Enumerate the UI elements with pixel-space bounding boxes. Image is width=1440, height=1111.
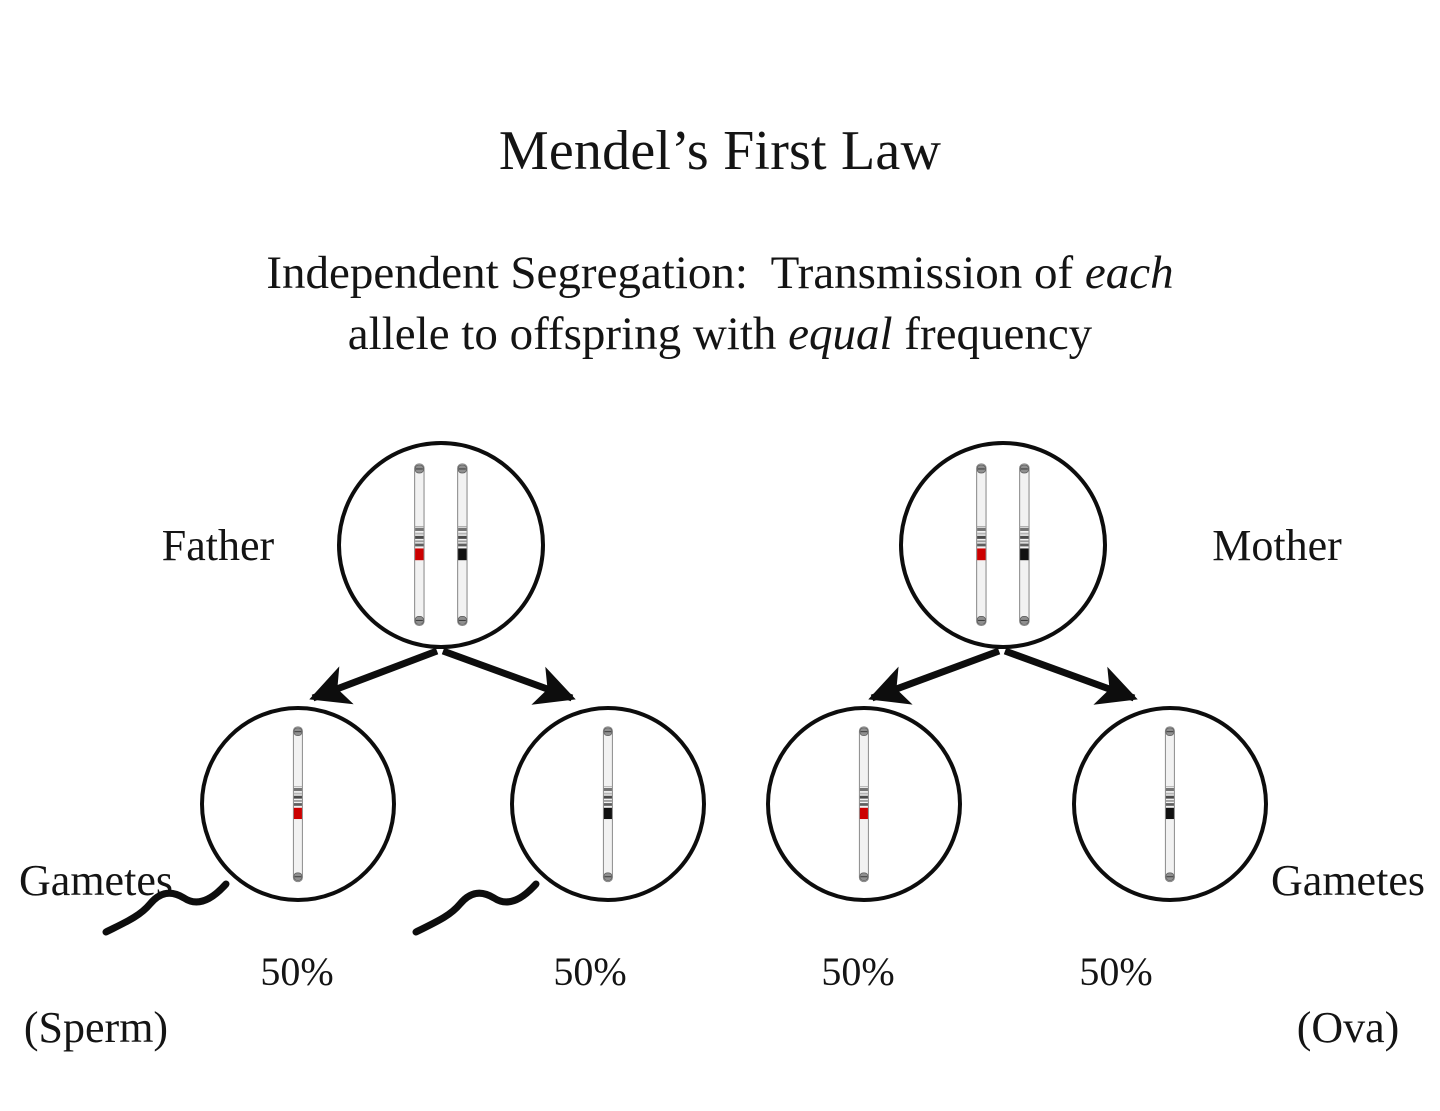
- chromosome-band-3: [293, 795, 303, 799]
- chromosome-band-4: [293, 799, 303, 802]
- allele-band-red-allele: [293, 807, 303, 819]
- subtitle-line-1: Independent Segregation: Transmission of…: [120, 243, 1320, 304]
- chromosome-band-3: [977, 536, 986, 540]
- chromosome-band-4: [977, 540, 986, 543]
- label-gametes-ova-line2: (Ova): [1296, 1003, 1400, 1053]
- chromosome-band-1: [293, 787, 303, 791]
- chromosome-band-1: [415, 528, 424, 532]
- chromosome-band-4: [1165, 799, 1175, 802]
- chromosome-red-allele: [976, 463, 987, 627]
- subtitle: Independent Segregation: Transmission of…: [120, 243, 1320, 365]
- chromosome-black-allele: [457, 463, 468, 627]
- subtitle-line-2-text-a: allele to offspring with: [347, 308, 789, 361]
- cell-mother: [899, 441, 1107, 649]
- chromosome-band-3: [415, 536, 424, 540]
- chromosome-band-1: [603, 787, 613, 791]
- subtitle-line-1-text: Independent Segregation: Transmission of: [266, 247, 1085, 299]
- allele-band-black-allele: [1020, 548, 1029, 561]
- subtitle-emphasis-each: each: [1084, 247, 1174, 299]
- arrow-father-right: [441, 647, 576, 705]
- subtitle-line-2: allele to offspring with equal frequency: [120, 304, 1320, 365]
- label-father: Father: [161, 521, 275, 570]
- label-gametes-sperm-line2: (Sperm): [23, 1003, 169, 1053]
- chromosome-band-5: [1165, 802, 1175, 806]
- chromosome-band-2: [293, 792, 303, 795]
- chromosome-band-4: [603, 799, 613, 802]
- chromosome-single-sperm-black: [514, 710, 702, 898]
- chromosome-black-allele: [1019, 463, 1030, 627]
- chromosome-band-5: [293, 802, 303, 806]
- chromosome-band-4: [1020, 540, 1029, 543]
- label-gametes-sperm-line1: Gametes: [19, 855, 173, 905]
- chromosome-band-2: [458, 532, 467, 535]
- percent-label-sperm-black: 50%: [553, 949, 627, 994]
- chromosome-band-1: [977, 528, 986, 532]
- chromosome-single-ovum-black: [1076, 710, 1264, 898]
- allele-band-red-allele: [415, 548, 424, 561]
- cell-gamete-sperm-red: [200, 706, 396, 902]
- label-gametes-ova-line1: Gametes: [1271, 855, 1425, 905]
- allele-band-red-allele: [977, 548, 986, 561]
- chromosome-band-2: [415, 532, 424, 535]
- chromosome-black-allele: [1164, 726, 1175, 882]
- subtitle-line-2-text-b: frequency: [892, 308, 1093, 361]
- chromosome-band-5: [415, 543, 424, 547]
- chromosome-red-allele: [858, 726, 869, 882]
- chromosome-red-allele: [414, 463, 425, 627]
- allele-band-black-allele: [1165, 807, 1175, 819]
- arrow-father-left: [309, 647, 439, 705]
- chromosome-band-3: [603, 795, 613, 799]
- chromosome-band-1: [458, 528, 467, 532]
- chromosome-band-5: [458, 543, 467, 547]
- cell-father: [337, 441, 545, 649]
- percent-label-sperm-red: 50%: [260, 949, 334, 994]
- cell-gamete-ovum-red: [766, 706, 962, 902]
- label-mother: Mother: [1212, 521, 1342, 570]
- label-gametes-ova: Gametes (Ova): [1250, 757, 1440, 1111]
- chromosome-band-3: [458, 536, 467, 540]
- allele-band-red-allele: [859, 807, 869, 819]
- arrow-mother-left: [868, 647, 1001, 705]
- chromosome-band-3: [1020, 536, 1029, 540]
- cell-gamete-sperm-black: [510, 706, 706, 902]
- percent-label-ovum-red: 50%: [821, 949, 895, 994]
- chromosome-band-5: [859, 802, 869, 806]
- chromosome-band-2: [859, 792, 869, 795]
- chromosome-band-2: [1020, 532, 1029, 535]
- chromosome-band-5: [1020, 543, 1029, 547]
- chromosome-band-4: [859, 799, 869, 802]
- chromosome-band-4: [415, 540, 424, 543]
- chromosome-pair-mother: [903, 445, 1103, 645]
- arrow-mother-right: [1003, 647, 1138, 705]
- percent-label-ovum-black: 50%: [1079, 949, 1153, 994]
- chromosome-band-2: [977, 532, 986, 535]
- chromosome-band-1: [1165, 787, 1175, 791]
- subtitle-emphasis-equal: equal: [788, 308, 893, 361]
- chromosome-band-2: [1165, 792, 1175, 795]
- chromosome-band-1: [859, 787, 869, 791]
- chromosome-band-5: [977, 543, 986, 547]
- chromosome-red-allele: [292, 726, 303, 882]
- chromosome-band-3: [859, 795, 869, 799]
- allele-band-black-allele: [458, 548, 467, 561]
- chromosome-band-3: [1165, 795, 1175, 799]
- chromosome-single-ovum-red: [770, 710, 958, 898]
- chromosome-single-sperm-red: [204, 710, 392, 898]
- cell-gamete-ovum-black: [1072, 706, 1268, 902]
- chromosome-band-5: [603, 802, 613, 806]
- chromosome-band-1: [1020, 528, 1029, 532]
- chromosome-pair-father: [341, 445, 541, 645]
- chromosome-black-allele: [602, 726, 613, 882]
- chromosome-band-4: [458, 540, 467, 543]
- allele-band-black-allele: [603, 807, 613, 819]
- chromosome-band-2: [603, 792, 613, 795]
- label-gametes-sperm: Gametes (Sperm): [0, 757, 194, 1111]
- page-title: Mendel’s First Law: [498, 120, 942, 182]
